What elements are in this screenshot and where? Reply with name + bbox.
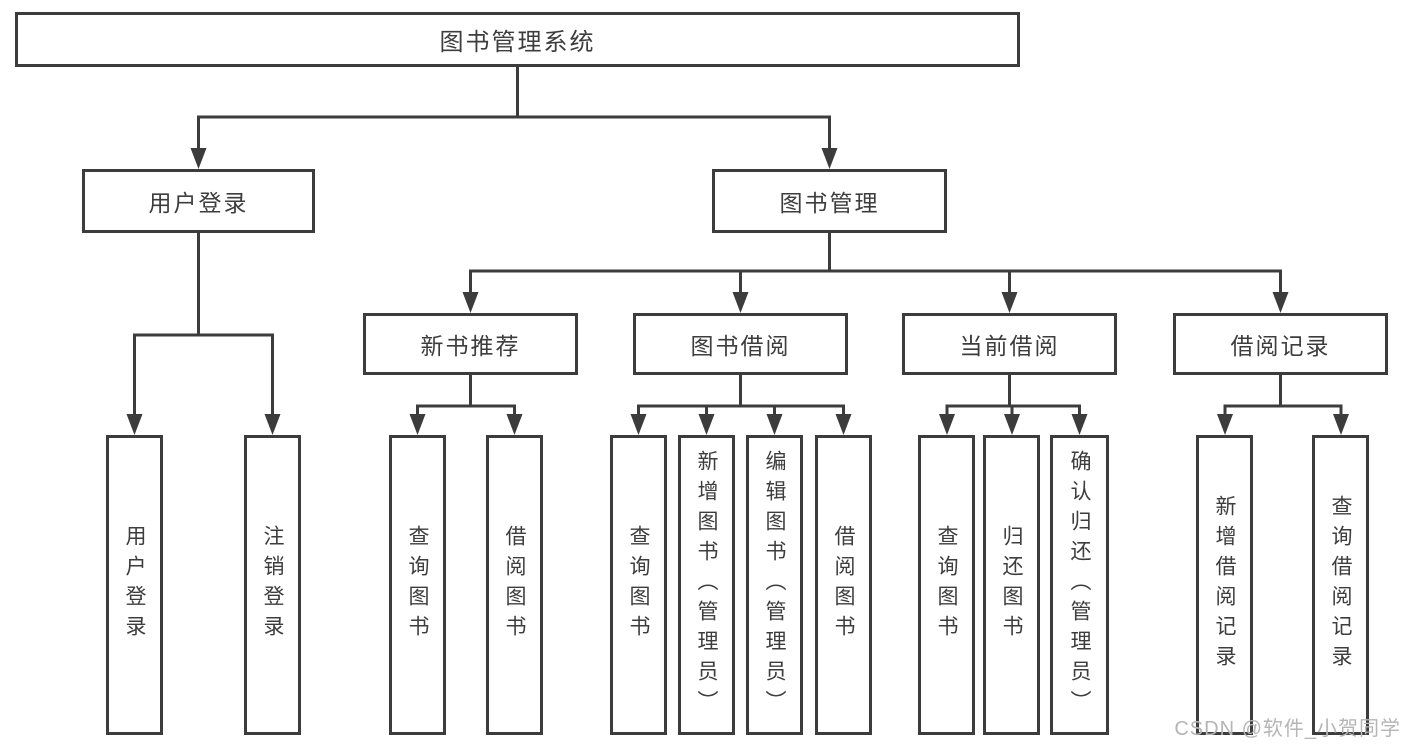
node-borrow-records: 借阅记录 xyxy=(1173,313,1388,375)
node-label: 用户登录 xyxy=(123,525,146,645)
node-book-management: 图书管理 xyxy=(712,169,947,233)
node-add-books-admin: 新增图书（管理员） xyxy=(678,435,735,735)
arrowhead-icon xyxy=(1004,414,1020,435)
node-new-book-recommend: 新书推荐 xyxy=(363,313,578,375)
arrowhead-icon xyxy=(821,148,838,169)
arrowhead-icon xyxy=(732,292,749,313)
node-label: 新增图书（管理员） xyxy=(695,450,718,720)
arrowhead-icon xyxy=(126,414,143,435)
connector-current-borrow-to-leaves xyxy=(945,373,1081,418)
connector-book-management-to-level3 xyxy=(469,231,1282,296)
node-label: 查询图书 xyxy=(406,525,429,645)
node-label: 注销登录 xyxy=(261,525,284,645)
arrowhead-icon xyxy=(939,414,955,435)
node-query-books-current: 查询图书 xyxy=(918,435,975,735)
node-label: 借阅图书 xyxy=(503,525,526,645)
node-label: 查询借阅记录 xyxy=(1329,495,1352,675)
node-borrow-books-recommend: 借阅图书 xyxy=(486,435,543,735)
node-edit-books-admin: 编辑图书（管理员） xyxy=(746,435,803,735)
connector-book-borrow-to-leaves xyxy=(637,373,845,418)
node-label: 新增借阅记录 xyxy=(1213,495,1236,675)
arrowhead-icon xyxy=(506,414,523,435)
node-label: 查询图书 xyxy=(935,525,958,645)
node-query-borrow-record: 查询借阅记录 xyxy=(1312,435,1369,735)
arrowhead-icon xyxy=(409,414,426,435)
csdn-watermark: CSDN @软件_小贺同学 xyxy=(1174,718,1401,740)
node-label: 归还图书 xyxy=(1000,525,1023,645)
node-add-borrow-record: 新增借阅记录 xyxy=(1196,435,1253,735)
arrowhead-icon xyxy=(698,414,715,435)
connector-root-to-level2 xyxy=(197,65,831,152)
node-system-root: 图书管理系统 xyxy=(15,12,1020,67)
arrowhead-icon xyxy=(190,148,207,169)
node-return-books: 归还图书 xyxy=(983,435,1040,735)
node-label: 确认归还（管理员） xyxy=(1068,450,1091,720)
node-label: 借阅图书 xyxy=(832,525,855,645)
arrowhead-icon xyxy=(264,414,281,435)
node-logout: 注销登录 xyxy=(244,435,301,735)
node-label: 查询图书 xyxy=(627,525,650,645)
arrowhead-icon xyxy=(1071,414,1088,435)
arrowhead-icon xyxy=(630,414,647,435)
arrowhead-icon xyxy=(1272,292,1289,313)
node-query-books-borrow: 查询图书 xyxy=(610,435,667,735)
arrowhead-icon xyxy=(1217,414,1233,435)
arrowhead-icon xyxy=(835,414,852,435)
arrowhead-icon xyxy=(462,292,479,313)
connector-user-login-to-leaves xyxy=(133,231,274,418)
arrowhead-icon xyxy=(1333,414,1349,435)
arrowhead-icon xyxy=(1001,292,1018,313)
node-borrow-books: 借阅图书 xyxy=(815,435,872,735)
node-confirm-return-admin: 确认归还（管理员） xyxy=(1050,435,1109,735)
node-current-borrow: 当前借阅 xyxy=(902,313,1117,375)
node-label: 编辑图书（管理员） xyxy=(763,450,786,720)
arrowhead-icon xyxy=(766,414,783,435)
node-query-books-recommend: 查询图书 xyxy=(389,435,446,735)
connector-borrow-records-to-leaves xyxy=(1223,373,1343,418)
node-user-login: 用户登录 xyxy=(82,169,315,233)
connector-new-book-to-leaves xyxy=(416,373,516,418)
node-book-borrow: 图书借阅 xyxy=(633,313,848,375)
node-user-login-leaf: 用户登录 xyxy=(106,435,163,735)
